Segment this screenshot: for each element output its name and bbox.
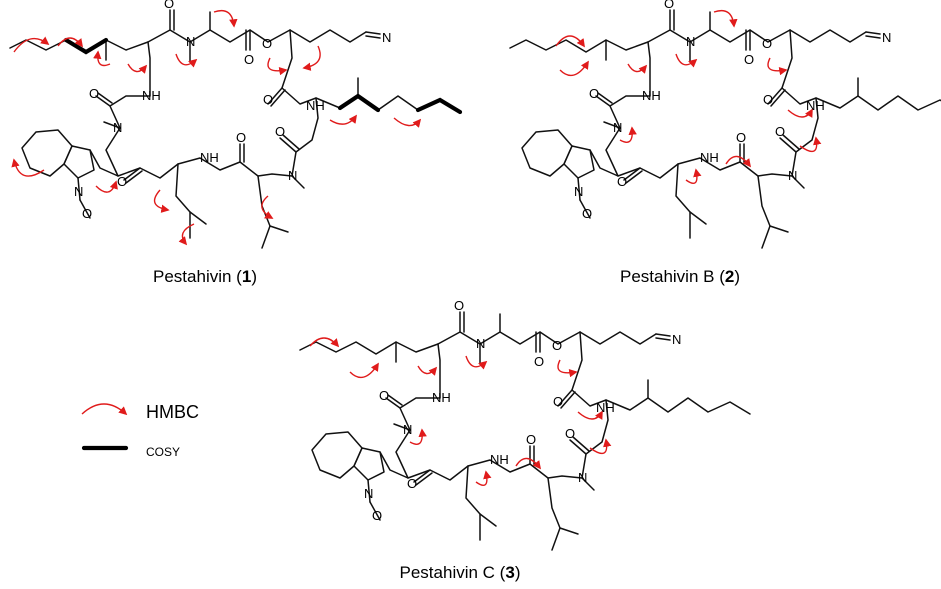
atom-nh: NH — [200, 150, 219, 165]
atom-n: N — [403, 422, 412, 437]
atom-n: N — [288, 168, 297, 183]
atom-o: O — [379, 388, 389, 403]
atom-o: O — [744, 52, 754, 67]
atom-o: O — [526, 432, 536, 447]
atom-o: O — [565, 426, 575, 441]
atom-n: N — [476, 336, 485, 351]
caption-compound-2: Pestahivin B (2) — [620, 267, 740, 286]
atom-o: O — [372, 508, 382, 523]
atom-o: O — [736, 130, 746, 145]
atom-n: N — [788, 168, 797, 183]
caption-compound-1: Pestahivin (1) — [153, 267, 257, 286]
atom-o: O — [775, 124, 785, 139]
legend: HMBC COSY — [81, 402, 199, 459]
atom-nh: NH — [490, 452, 509, 467]
atom-o: O — [164, 0, 174, 11]
atom-nh: NH — [596, 400, 615, 415]
atom-o: O — [617, 174, 627, 189]
atom-o: O — [82, 206, 92, 221]
atom-n: N — [186, 34, 195, 49]
atom-o: O — [589, 86, 599, 101]
atom-o: O — [262, 36, 272, 51]
atom-nh: NH — [806, 98, 825, 113]
atom-o: O — [89, 86, 99, 101]
hmbc-arrows — [11, 9, 422, 246]
structure-pestahivin-1: O N O O N NH NH O O N NH O O N O N O — [9, 0, 463, 249]
cosy-bond — [337, 93, 381, 113]
atom-o: O — [407, 476, 417, 491]
atom-n: N — [686, 34, 695, 49]
hmbc-arrows — [555, 9, 822, 184]
hmbc-arrows — [309, 337, 612, 486]
atom-n: N — [74, 184, 83, 199]
atom-o: O — [275, 124, 285, 139]
atom-nh: NH — [642, 88, 661, 103]
atom-nh: NH — [432, 390, 451, 405]
atom-n-nitrile: N — [882, 30, 891, 45]
atom-nh: NH — [306, 98, 325, 113]
atom-o: O — [553, 394, 563, 409]
atom-o: O — [762, 36, 772, 51]
atom-n: N — [574, 184, 583, 199]
structure-pestahivin-c-3: O N O O N NH NH O O N NH O O N O N O — [299, 298, 751, 551]
atom-nh: NH — [142, 88, 161, 103]
atom-n-nitrile: N — [672, 332, 681, 347]
atom-o: O — [117, 174, 127, 189]
atom-o: O — [263, 92, 273, 107]
structure-pestahivin-b-2: O N O O N NH NH O O N NH O O N O N O — [509, 0, 941, 249]
atom-nh: NH — [700, 150, 719, 165]
atom-o: O — [534, 354, 544, 369]
cosy-bond — [63, 37, 109, 55]
atom-o: O — [582, 206, 592, 221]
atom-o: O — [664, 0, 674, 11]
atom-o: O — [552, 338, 562, 353]
atom-o: O — [236, 130, 246, 145]
legend-cosy-label: COSY — [146, 445, 180, 459]
atom-n: N — [113, 120, 122, 135]
atom-n: N — [613, 120, 622, 135]
atom-n: N — [364, 486, 373, 501]
atom-o: O — [454, 298, 464, 313]
hmbc-legend-arrow — [81, 403, 128, 416]
atom-n: N — [578, 470, 587, 485]
atom-o: O — [244, 52, 254, 67]
legend-hmbc-label: HMBC — [146, 402, 199, 422]
atom-n-nitrile: N — [382, 30, 391, 45]
caption-compound-3: Pestahivin C (3) — [400, 563, 521, 582]
atom-o: O — [763, 92, 773, 107]
cosy-bond — [415, 97, 463, 115]
